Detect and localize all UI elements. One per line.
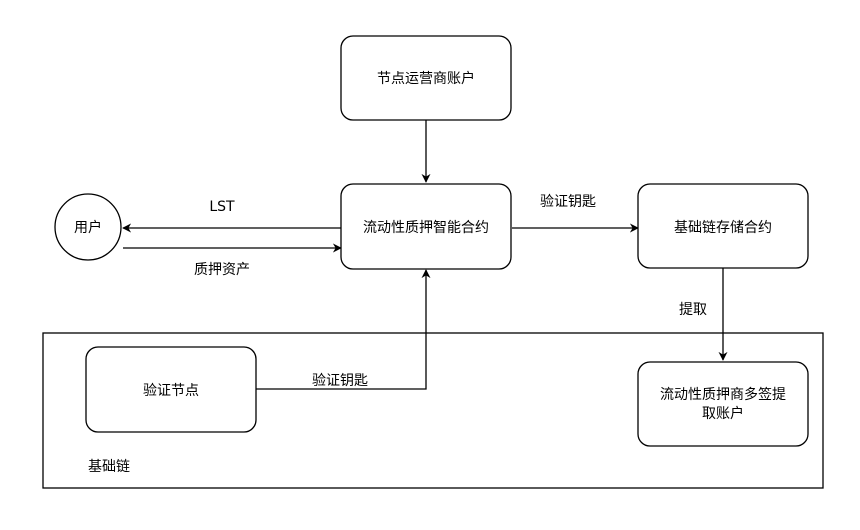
node-storage-contract-label: 基础链存储合约 xyxy=(674,219,772,236)
edge-label-lst: LST xyxy=(209,199,235,215)
node-liquid-staking-contract: 流动性质押智能合约 xyxy=(340,183,512,270)
node-operator-account-label: 节点运营商账户 xyxy=(377,70,475,87)
edge-label-staked-assets: 质押资产 xyxy=(194,262,250,278)
base-chain-container: 基础链 xyxy=(42,332,824,489)
edge-label-verify-key-bottom: 验证钥匙 xyxy=(312,373,368,389)
edge-validator-to-contract xyxy=(256,269,431,390)
edge-label-verify-key-top: 验证钥匙 xyxy=(540,194,596,210)
node-multisig-account: 流动性质押商多签提 取账户 xyxy=(637,361,809,447)
node-validator-label: 验证节点 xyxy=(143,383,199,399)
node-operator-account: 节点运营商账户 xyxy=(340,35,512,121)
node-validator: 验证节点 xyxy=(85,346,257,433)
node-multisig-label-line1: 流动性质押商多签提 xyxy=(660,386,786,403)
base-chain-label: 基础链 xyxy=(88,458,130,475)
node-multisig-label-line2: 取账户 xyxy=(702,405,744,422)
node-storage-contract: 基础链存储合约 xyxy=(637,183,809,269)
node-liquid-staking-contract-label: 流动性质押智能合约 xyxy=(363,220,489,236)
node-user-label: 用户 xyxy=(74,219,102,236)
edge-label-withdraw: 提取 xyxy=(679,302,707,318)
node-user: 用户 xyxy=(54,193,122,261)
